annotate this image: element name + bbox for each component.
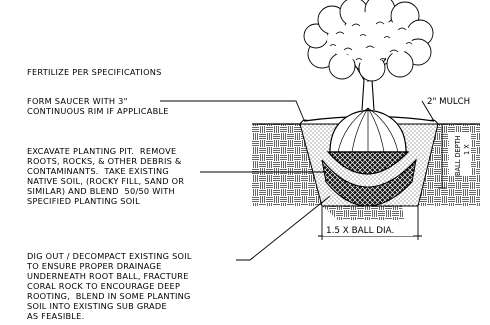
dig-out-note: DIG OUT / DECOMPACT EXISTING SOIL TO ENS… [27,251,192,321]
depth-factor-label: 1 X [463,144,471,155]
ball-depth-label-bg [449,132,471,176]
excavate-note: EXCAVATE PLANTING PIT. REMOVE ROOTS, ROC… [27,146,185,206]
root-ball [321,107,417,207]
fertilize-note: FERTILIZE PER SPECIFICATIONS [27,67,162,77]
leader-lines [160,100,435,261]
ball-depth-label: BALL DEPTH [454,135,462,176]
mulch-label: 2" MULCH [427,97,470,107]
saucer-note: FORM SAUCER WITH 3" CONTINUOUS RIM IF AP… [27,96,169,116]
tree-canopy [303,0,434,82]
ball-depth-dimension [438,123,446,189]
pit-width-label: 1.5 X BALL DIA. [326,226,394,236]
pit-width-label-bg [323,223,413,236]
